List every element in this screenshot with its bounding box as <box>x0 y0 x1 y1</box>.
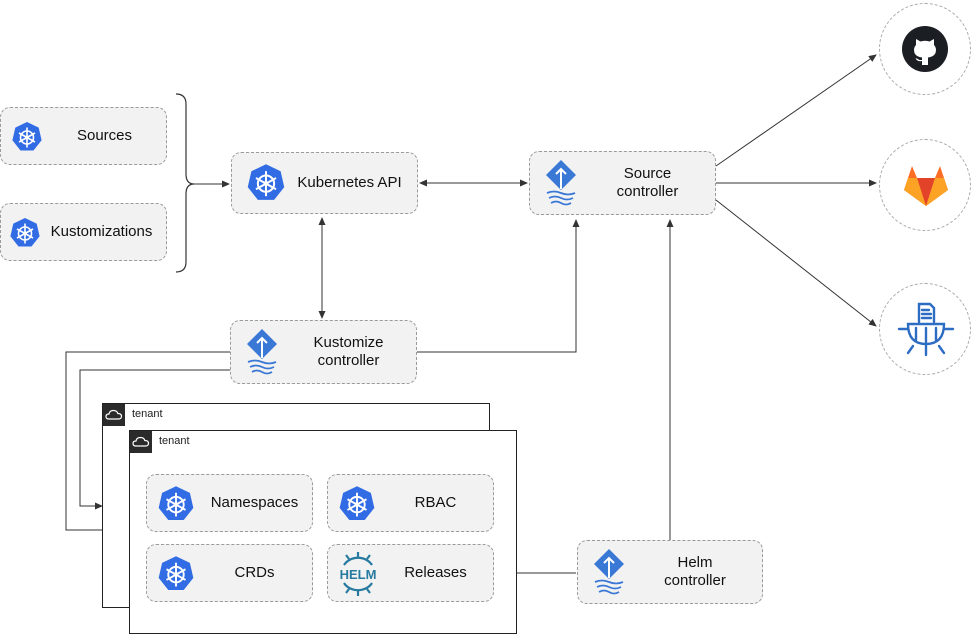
kustomize-controller-label: Kustomize controller <box>231 334 416 370</box>
flux-icon <box>247 329 277 375</box>
sources-label: Sources <box>76 127 133 144</box>
source-controller-line-2: controller <box>616 183 679 200</box>
helm-repository-icon <box>897 302 955 357</box>
brace <box>175 93 195 273</box>
flux-icon <box>594 549 624 595</box>
arrow-kustomize-tenant-2 <box>79 369 230 510</box>
helm-controller-label: Helm controller <box>578 554 762 590</box>
kubernetes-api-node[interactable]: Kubernetes API <box>231 152 418 214</box>
kustomize-controller-node[interactable]: Kustomize controller <box>230 320 417 384</box>
source-controller-label: Source controller <box>530 165 715 201</box>
cloud-icon <box>130 431 152 453</box>
tenant-box-front[interactable]: tenant Namespaces RBAC CRDs HELM Release… <box>129 430 517 634</box>
gitlab-icon <box>904 166 948 206</box>
namespaces-label: Namespaces <box>210 494 299 511</box>
kubernetes-icon <box>10 218 40 247</box>
kustomizations-label: Kustomizations <box>50 223 153 240</box>
kubernetes-api-label: Kubernetes API <box>297 174 402 191</box>
kubernetes-icon <box>339 486 375 521</box>
tenant-label: tenant <box>159 435 190 447</box>
kubernetes-icon <box>247 164 285 200</box>
gitlab-source[interactable] <box>879 139 971 231</box>
releases-label: Releases <box>404 564 467 581</box>
helm-controller-node[interactable]: Helm controller <box>577 540 763 604</box>
tenant-label: tenant <box>132 408 163 420</box>
helm-controller-line-1: Helm <box>677 554 713 571</box>
kustomize-controller-line-2: controller <box>317 352 380 369</box>
arrow-source-helm-repo <box>715 199 877 327</box>
kustomize-controller-line-1: Kustomize <box>313 334 384 351</box>
kubernetes-icon <box>12 122 42 151</box>
flux-icon <box>546 160 576 206</box>
arrow-source-github <box>715 54 877 167</box>
releases-node[interactable]: HELM Releases <box>327 544 494 602</box>
source-controller-line-1: Source <box>623 165 672 182</box>
helm-controller-line-2: controller <box>664 572 726 589</box>
kubernetes-icon <box>158 486 194 521</box>
rbac-node[interactable]: RBAC <box>327 474 494 532</box>
arrow-kustomize-tenant-1 <box>65 351 230 534</box>
namespaces-node[interactable]: Namespaces <box>146 474 313 532</box>
crds-label: CRDs <box>234 564 275 581</box>
rbac-label: RBAC <box>414 494 457 511</box>
arrow-kustomize-source <box>417 219 580 353</box>
helm-repository-source[interactable] <box>879 283 971 375</box>
kustomizations-node[interactable]: Kustomizations <box>0 203 167 261</box>
helm-logo-icon: HELM <box>340 552 377 596</box>
sources-node[interactable]: Sources <box>0 107 167 165</box>
github-icon <box>902 26 948 72</box>
source-controller-node[interactable]: Source controller <box>529 151 716 215</box>
crds-node[interactable]: CRDs <box>146 544 313 602</box>
kubernetes-icon <box>158 556 194 591</box>
cloud-icon <box>103 404 125 426</box>
github-source[interactable] <box>879 3 971 95</box>
helm-logo-text: HELM <box>340 567 377 582</box>
